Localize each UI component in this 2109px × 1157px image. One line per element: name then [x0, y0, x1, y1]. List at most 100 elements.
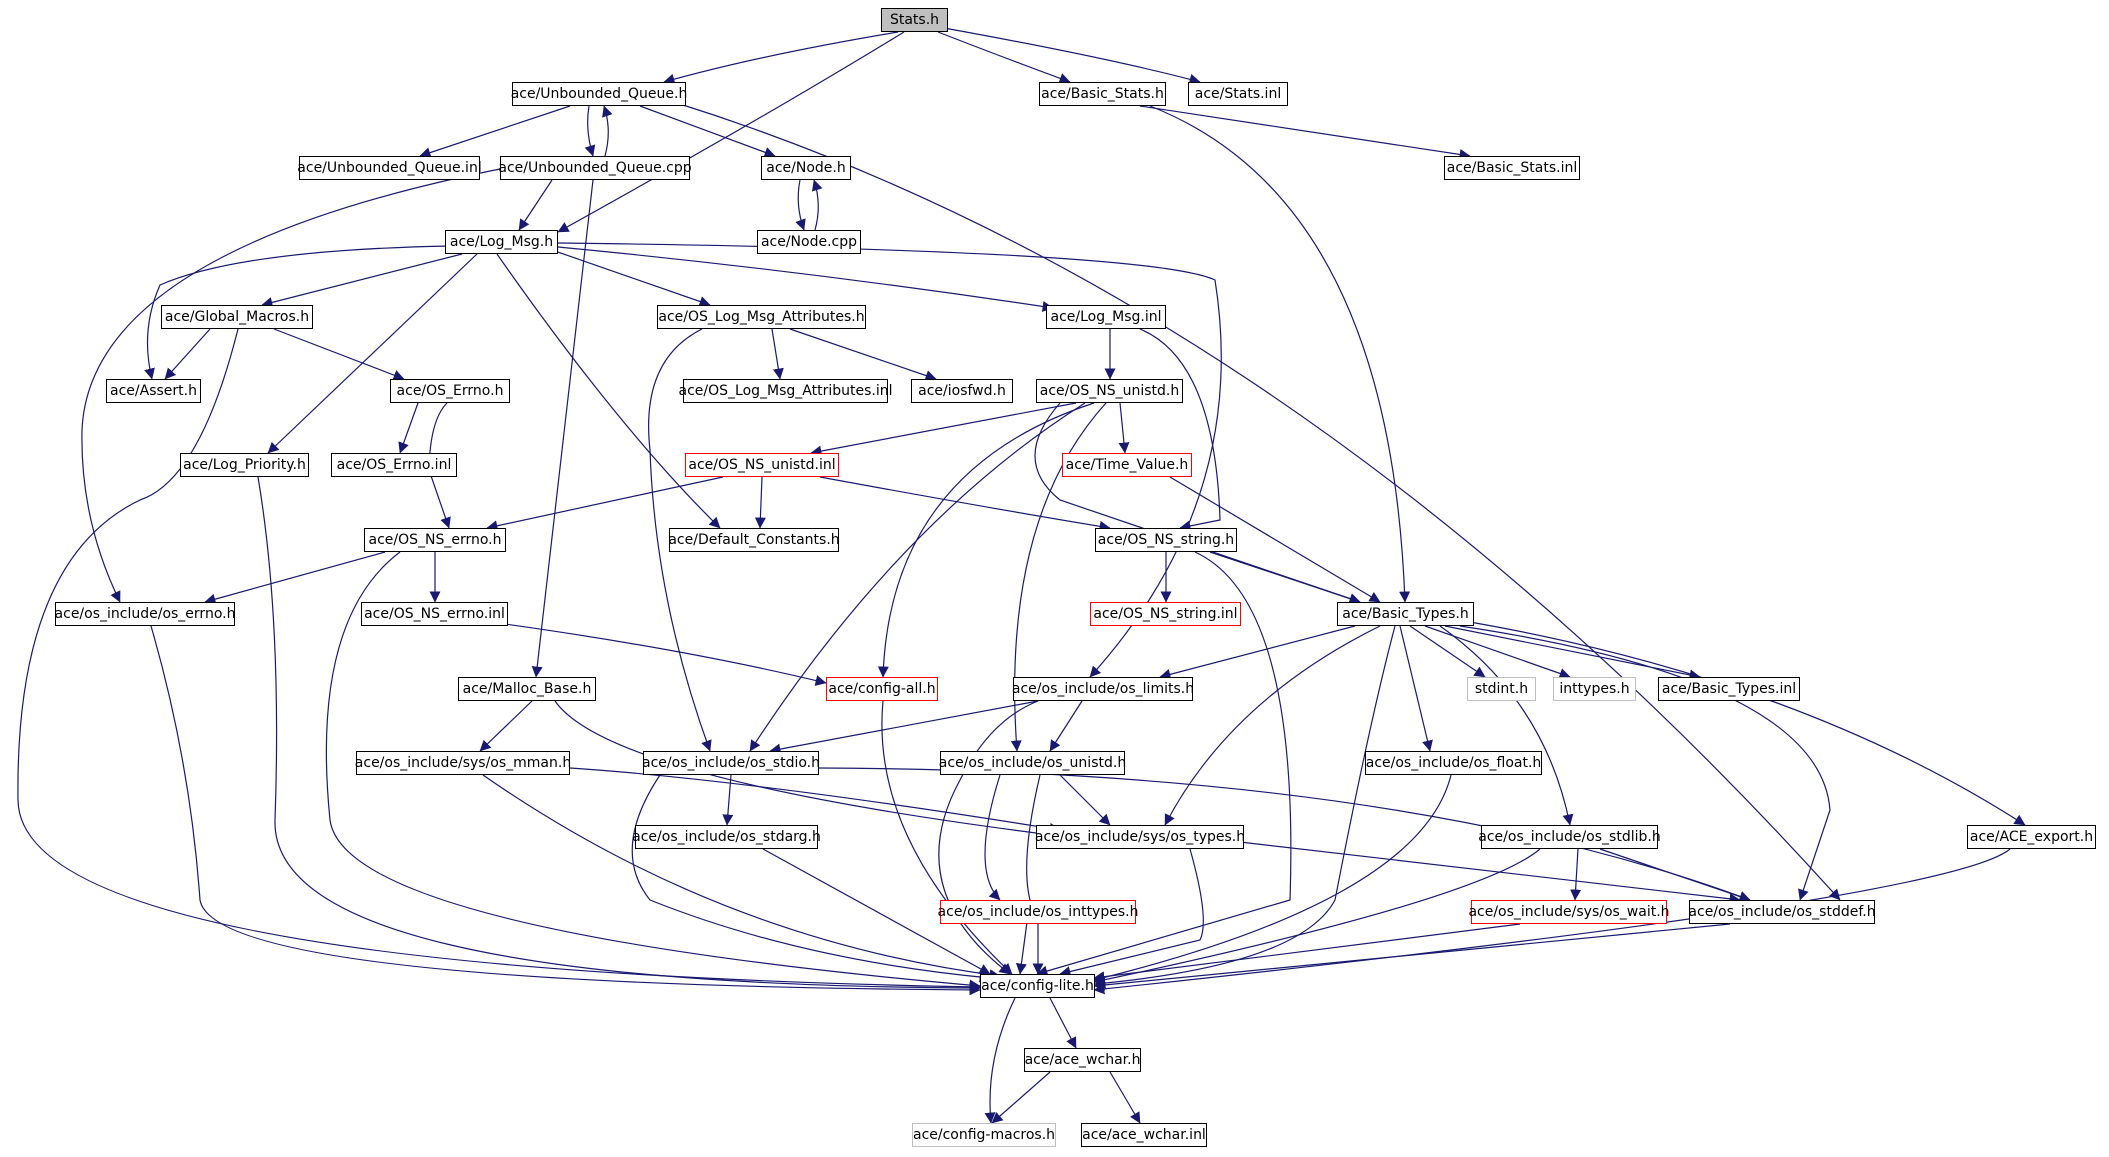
dependency-edge — [648, 328, 712, 752]
node-node-h[interactable]: ace/Node.h — [761, 156, 851, 180]
node-log-msg-inl[interactable]: ace/Log_Msg.inl — [1046, 305, 1166, 329]
node-config-lite-h[interactable]: ace/config-lite.h — [980, 974, 1095, 998]
dependency-edge — [810, 402, 1077, 457]
dependency-edge — [81, 167, 506, 603]
node-config-all-h[interactable]: ace/config-all.h — [826, 677, 938, 701]
node-os-ns-unistd-inl[interactable]: ace/OS_NS_unistd.inl — [685, 453, 839, 477]
node-inttypes-h[interactable]: inttypes.h — [1553, 677, 1636, 701]
dependency-edge — [749, 402, 1086, 752]
dependency-edge — [1059, 848, 1204, 977]
node-os-ns-errno-h[interactable]: ace/OS_NS_errno.h — [364, 528, 506, 552]
dependency-edge — [1139, 105, 1471, 160]
dependency-edge — [273, 328, 405, 381]
dependency-edge — [1459, 625, 1831, 901]
node-ace-export-h[interactable]: ace/ACE_export.h — [1967, 825, 2096, 849]
dependency-edge — [261, 253, 463, 308]
dependency-edge — [602, 105, 613, 157]
dependency-edge — [1093, 774, 1452, 983]
node-stats-h[interactable]: Stats.h — [881, 8, 948, 32]
dependency-edge — [482, 774, 1001, 981]
node-os-ns-unistd-h[interactable]: ace/OS_NS_unistd.h — [1036, 379, 1183, 403]
dependency-edge — [1149, 105, 1411, 603]
dependency-edge — [569, 767, 1061, 834]
dependency-edge — [1469, 621, 2026, 826]
dependency-edge — [1059, 774, 1111, 826]
node-assert-h[interactable]: ace/Assert.h — [106, 379, 201, 403]
dependency-edge — [771, 328, 784, 380]
node-unbounded-queue-h[interactable]: ace/Unbounded_Queue.h — [511, 82, 687, 106]
dependency-edge — [1093, 923, 1521, 983]
dependency-edge — [795, 179, 806, 231]
dependency-edge — [325, 551, 981, 991]
node-stats-inl[interactable]: ace/Stats.inl — [1188, 82, 1288, 106]
dependency-edge — [1015, 774, 1041, 975]
node-ace-wchar-h[interactable]: ace/ace_wchar.h — [1024, 1048, 1141, 1072]
node-basic-types-h[interactable]: ace/Basic_Types.h — [1337, 602, 1474, 626]
dependency-edge — [789, 328, 937, 381]
dependency-edge — [1159, 625, 1356, 680]
node-unbounded-queue-cpp[interactable]: ace/Unbounded_Queue.cpp — [498, 156, 692, 180]
node-ace-wchar-inl[interactable]: ace/ace_wchar.inl — [1081, 1123, 1207, 1147]
dependency-edge — [1399, 625, 1433, 752]
node-basic-stats-h[interactable]: ace/Basic_Stats.h — [1039, 82, 1166, 106]
node-os-log-msg-attributes-h[interactable]: ace/OS_Log_Msg_Attributes.h — [657, 305, 866, 329]
dependency-edge — [877, 402, 1095, 678]
dependency-edge — [144, 245, 451, 380]
node-basic-stats-inl[interactable]: ace/Basic_Stats.inl — [1444, 156, 1580, 180]
dependency-edge — [881, 700, 1013, 975]
dependency-edge — [1049, 997, 1077, 1049]
dependency-edge — [1093, 848, 1541, 986]
dependency-edge — [937, 31, 1071, 84]
node-os-include-sys-os-wait-h[interactable]: ace/os_include/sys/os_wait.h — [1468, 900, 1670, 924]
dependency-edge — [486, 476, 724, 532]
dependency-edge — [1409, 625, 1486, 678]
node-log-msg-h[interactable]: ace/Log_Msg.h — [445, 230, 558, 254]
node-os-include-sys-os-mman-h[interactable]: ace/os_include/sys/os_mman.h — [355, 751, 571, 775]
dependency-edge — [1239, 841, 1741, 905]
dependency-edge — [1036, 551, 1292, 977]
node-os-ns-errno-inl[interactable]: ace/OS_NS_errno.inl — [361, 602, 508, 626]
dependency-edge — [1118, 402, 1130, 454]
dependency-edge — [1570, 848, 1582, 901]
node-config-macros-h[interactable]: ace/config-macros.h — [912, 1123, 1056, 1147]
node-os-include-sys-os-types-h[interactable]: ace/os_include/sys/os_types.h — [1035, 825, 1245, 849]
node-os-errno-inl[interactable]: ace/OS_Errno.inl — [331, 453, 457, 477]
node-global-macros-h[interactable]: ace/Global_Macros.h — [161, 305, 313, 329]
node-os-include-os-unistd-h[interactable]: ace/os_include/os_unistd.h — [939, 751, 1126, 775]
dependency-edge — [984, 997, 1016, 1124]
dependency-edge — [1164, 625, 1381, 826]
dependency-edge — [584, 105, 596, 157]
node-os-include-os-stddef-h[interactable]: ace/os_include/os_stddef.h — [1688, 900, 1876, 924]
dependency-edge — [762, 848, 991, 975]
dependency-edge — [504, 623, 827, 686]
dependency-edge — [1599, 848, 1751, 902]
node-os-include-os-stdarg-h[interactable]: ace/os_include/os_stdarg.h — [632, 825, 821, 849]
node-os-log-msg-attributes-inl[interactable]: ace/OS_Log_Msg_Attributes.inl — [679, 379, 893, 403]
dependency-edge — [639, 105, 776, 158]
node-os-include-os-limits-h[interactable]: ace/os_include/os_limits.h — [1012, 677, 1194, 701]
node-iosfwd-h[interactable]: ace/iosfwd.h — [911, 379, 1013, 403]
node-unbounded-queue-inl[interactable]: ace/Unbounded_Queue.inl — [297, 156, 482, 180]
node-basic-types-inl[interactable]: ace/Basic_Types.inl — [1658, 677, 1800, 701]
node-os-include-os-errno-h[interactable]: ace/os_include/os_errno.h — [55, 602, 235, 626]
node-os-include-os-inttypes-h[interactable]: ace/os_include/os_inttypes.h — [938, 900, 1138, 924]
node-log-priority-h[interactable]: ace/Log_Priority.h — [180, 453, 309, 477]
node-os-include-os-stdlib-h[interactable]: ace/os_include/os_stdlib.h — [1478, 825, 1661, 849]
node-os-ns-string-inl[interactable]: ace/OS_NS_string.inl — [1090, 602, 1241, 626]
node-node-cpp[interactable]: ace/Node.cpp — [757, 230, 861, 254]
node-os-ns-string-h[interactable]: ace/OS_NS_string.h — [1095, 528, 1237, 552]
node-time-value-h[interactable]: ace/Time_Value.h — [1062, 453, 1192, 477]
node-default-constants-h[interactable]: ace/Default_Constants.h — [668, 528, 840, 552]
dependency-edge — [943, 27, 1201, 85]
node-malloc-base-h[interactable]: ace/Malloc_Base.h — [458, 677, 596, 701]
dependency-edge — [1439, 625, 1574, 826]
dependency-edge — [257, 476, 981, 994]
node-os-include-os-float-h[interactable]: ace/os_include/os_float.h — [1365, 751, 1542, 775]
node-os-errno-h[interactable]: ace/OS_Errno.h — [390, 379, 510, 403]
dependency-edge — [150, 625, 981, 996]
node-stdint-h[interactable]: stdint.h — [1467, 677, 1536, 701]
dependency-edge — [496, 253, 721, 529]
dependency-edge — [1034, 402, 1361, 604]
dependency-edge — [419, 105, 571, 158]
node-os-include-os-stdio-h[interactable]: ace/os_include/os_stdio.h — [642, 751, 820, 775]
